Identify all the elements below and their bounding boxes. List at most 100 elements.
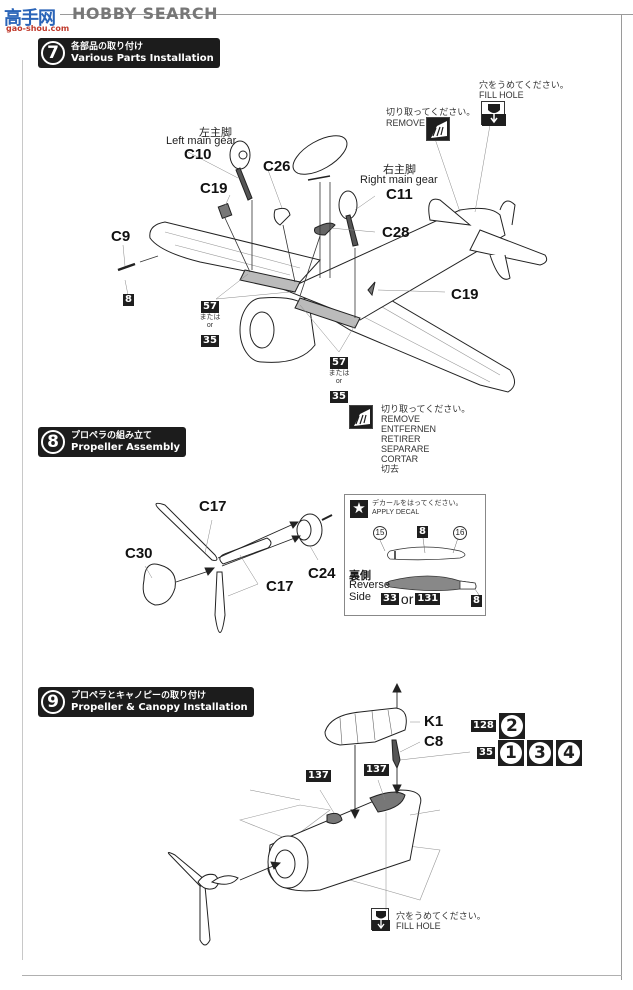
decal-big-2: 2 [498, 713, 525, 739]
decal-8-c9: 8 [123, 294, 134, 306]
step-8-title-jp: プロペラの組み立て [71, 431, 153, 441]
decal-8-tip: 8 [471, 595, 482, 607]
or-en-left: or [206, 322, 214, 329]
step-7-title-en: Various Parts Installation [71, 53, 214, 64]
fill-hole-icon-9 [371, 908, 390, 931]
decal-big-1: 1 [497, 740, 524, 766]
part-label-c19-left: C19 [200, 180, 228, 197]
part-label-c30: C30 [125, 545, 153, 562]
apply-decal-panel: ★ デカールをはってください。 APPLY DECAL 15 8 16 裏側 R… [344, 494, 486, 616]
decal-marker-15: 15 [373, 526, 387, 540]
remove-callout-jp: 切り取ってください。 [386, 107, 476, 117]
decal-big-4-number: 4 [557, 742, 580, 764]
watermark-url: gao-shou.com [6, 24, 70, 33]
apply-decal-en: APPLY DECAL [372, 509, 420, 516]
decal-35-left: 35 [201, 335, 219, 347]
step-9-title-en: Propeller & Canopy Installation [71, 702, 248, 713]
part-label-c17-bottom: C17 [266, 578, 294, 595]
reverse-side-en-1: Reverse [349, 579, 390, 591]
or-jp-left: または [199, 314, 221, 321]
remove-callout-en: REMOVE [386, 118, 426, 128]
decal-row-2: 35 1 3 4 [477, 740, 585, 766]
page-border-right [621, 14, 622, 980]
watermark-brand: HOBBY SEARCH [72, 4, 218, 23]
decal-137-right: 137 [364, 764, 389, 776]
propeller-blade-middle [219, 537, 272, 565]
fill-hole-icon [481, 101, 506, 126]
canopy [324, 707, 407, 746]
decal-marker-16: 16 [453, 526, 467, 540]
step-9-header: 9 プロペラとキャノピーの取り付け Propeller & Canopy Ins… [38, 687, 254, 717]
propeller-blade-upper [155, 502, 218, 561]
decal-57-left: 57 [201, 301, 219, 313]
step-8-header: 8 プロペラの組み立て Propeller Assembly [38, 427, 187, 457]
propeller-9 [167, 852, 206, 887]
step-8-title-en: Propeller Assembly [71, 442, 181, 453]
decal-57-right: 57 [330, 357, 348, 369]
remove-legend-line: RETIRER [381, 434, 421, 444]
decal-128: 128 [471, 720, 496, 732]
remove-legend-line: 切去 [381, 464, 400, 474]
step-7-title-jp: 各部品の取り付け [71, 42, 144, 52]
page-border-top [60, 14, 633, 15]
part-label-c28: C28 [382, 224, 410, 241]
fill-hole-9-en: FILL HOLE [396, 921, 441, 931]
part-label-c24: C24 [308, 565, 336, 582]
remove-legend-line: REMOVE [381, 414, 421, 424]
page-border-bottom [22, 975, 622, 976]
left-wing [149, 221, 321, 283]
reverse-decal-choice: 33 or 131 [381, 591, 441, 607]
decal-group-right: 57 または or 35 [328, 352, 350, 404]
fill-hole-9-jp: 穴をうめてください。 [396, 911, 486, 921]
left-gear-label-en: Left main gear [166, 135, 237, 147]
reverse-or: or [400, 591, 414, 607]
decal-big-2-number: 2 [500, 715, 523, 737]
apply-decal-jp: デカールをはってください。 [372, 500, 463, 507]
fill-hole-callout-jp: 穴をうめてください。 [479, 80, 569, 90]
part-label-c10: C10 [184, 146, 212, 163]
or-en-right: or [335, 378, 343, 385]
decal-group-left: 57 または or 35 [199, 296, 221, 348]
part-label-c11: C11 [386, 186, 413, 203]
remove-legend-line: CORTAR [381, 454, 419, 464]
page-border-left [22, 60, 23, 960]
decal-131: 131 [415, 593, 441, 605]
part-label-c19-right: C19 [451, 286, 479, 303]
right-gear-label-jp: 右主脚 [383, 164, 416, 176]
spinner [142, 563, 176, 606]
part-label-c26: C26 [263, 158, 291, 175]
remove-legend-line: ENTFERNEN [381, 424, 437, 434]
decal-row-1: 128 2 [471, 713, 528, 739]
decal-137-left: 137 [306, 770, 331, 782]
reverse-side-jp: 裏側 [349, 570, 371, 582]
left-wing-9 [239, 804, 331, 841]
remove-legend-line: SEPARARE [381, 444, 430, 454]
remove-icon [426, 117, 450, 141]
remove-legend-jp: 切り取ってください。 [381, 404, 471, 414]
star-icon: ★ [350, 500, 368, 518]
decal-35: 35 [477, 747, 495, 759]
decal-big-3-number: 3 [528, 742, 551, 764]
step-9-title-jp: プロペラとキャノピーの取り付け [71, 691, 207, 701]
drop-tank [292, 135, 348, 175]
right-gear-label-en: Right main gear [360, 174, 438, 186]
decal-big-3: 3 [526, 740, 553, 766]
decal-33: 33 [381, 593, 399, 605]
left-gear-label-jp: 左主脚 [199, 127, 232, 139]
propeller-blade-lower [214, 571, 226, 633]
watermark-logo: 高手网 [4, 8, 56, 29]
part-label-c8: C8 [424, 733, 444, 750]
part-label-k1: K1 [424, 713, 444, 730]
fuselage [283, 207, 506, 321]
reverse-side-en-2: Side [349, 591, 372, 603]
fill-hole-callout-en: FILL HOLE [479, 90, 524, 100]
remove-legend-icon [349, 405, 373, 429]
part-label-c9: C9 [111, 228, 131, 245]
step-9-number: 9 [41, 690, 65, 714]
step-7-number: 7 [41, 41, 65, 65]
part-label-c17-top: C17 [199, 498, 227, 515]
or-jp-right: または [328, 370, 350, 377]
